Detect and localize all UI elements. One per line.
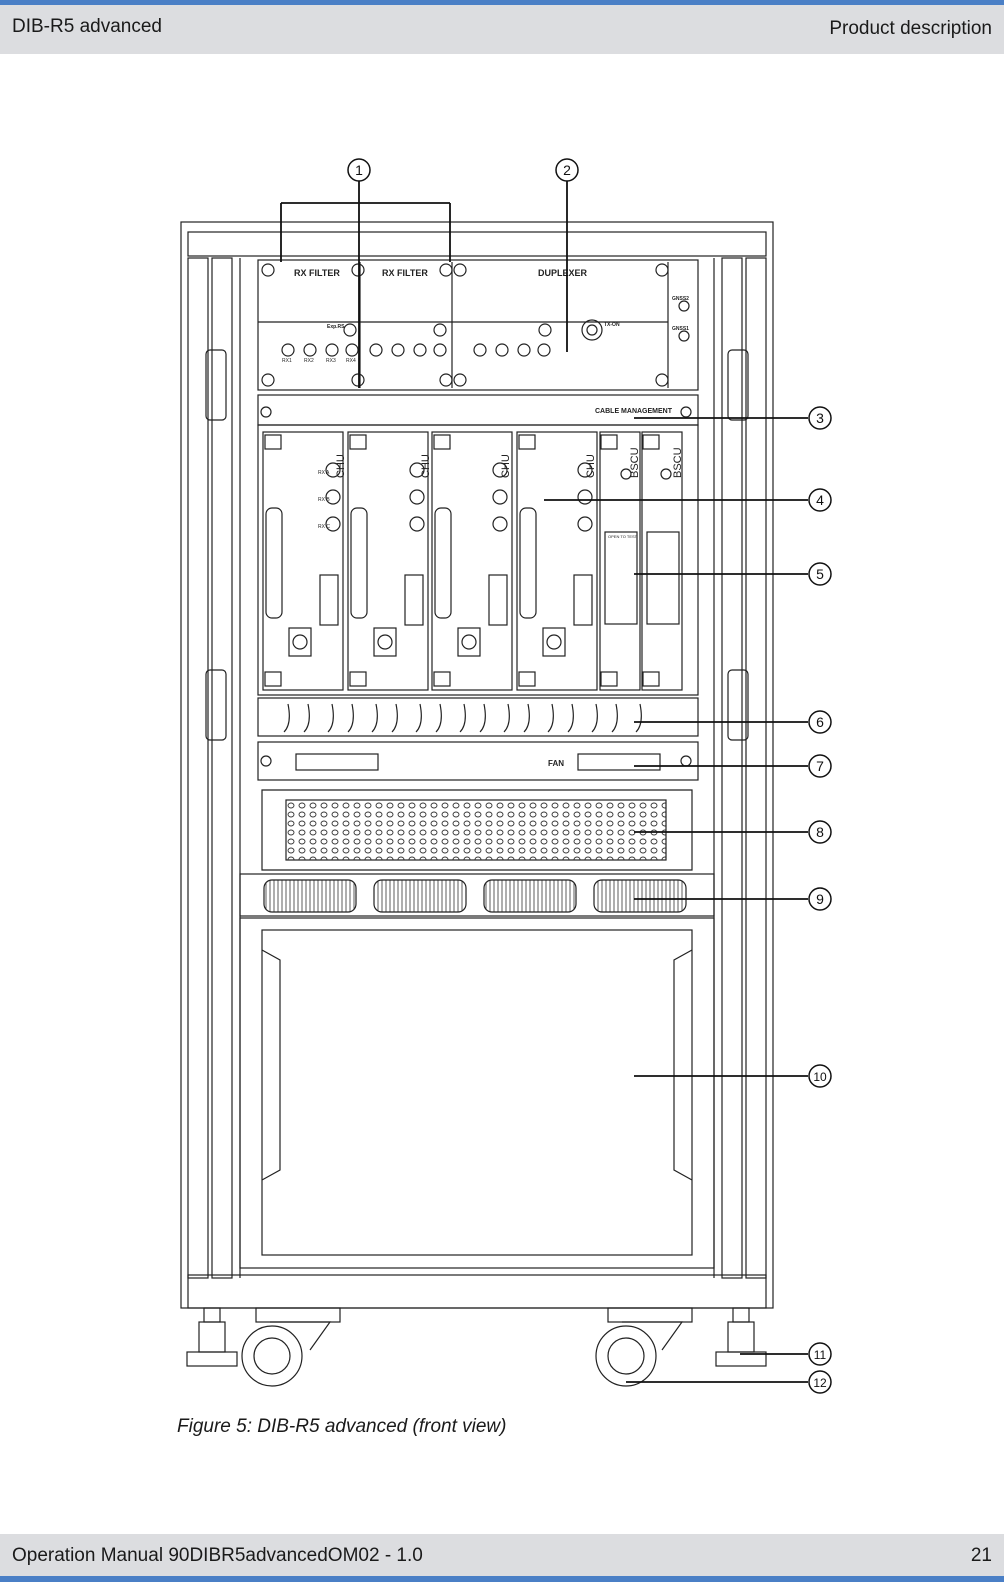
cabinet-front-view-drawing: RX FILTER RX FILTER DUPLEXER CABLE MANAG… bbox=[180, 158, 832, 1394]
gnss2-label: GNSS2 bbox=[672, 296, 689, 302]
chu-port-label: RX A bbox=[318, 470, 330, 476]
page-footer: Operation Manual 90DIBR5advancedOM02 - 1… bbox=[0, 1534, 1004, 1582]
chu-label: CHU bbox=[335, 454, 347, 478]
gnss1-label: GNSS1 bbox=[672, 326, 689, 332]
callout-4: 4 bbox=[816, 492, 824, 508]
callout-10: 10 bbox=[813, 1070, 827, 1084]
callout-9: 9 bbox=[816, 891, 824, 907]
callout-1: 1 bbox=[355, 162, 363, 178]
chu-label: CHU bbox=[420, 454, 432, 478]
rx-port-label: RX2 bbox=[304, 358, 314, 364]
callout-5: 5 bbox=[816, 566, 824, 582]
callout-7: 7 bbox=[816, 758, 824, 774]
cable-management-label: CABLE MANAGEMENT bbox=[595, 408, 673, 415]
rx-port-label: RX3 bbox=[326, 358, 336, 364]
rx-filter-label-2: RX FILTER bbox=[382, 268, 428, 278]
chu-port-label: RX C bbox=[318, 524, 330, 530]
callout-12: 12 bbox=[813, 1376, 827, 1390]
callout-3: 3 bbox=[816, 410, 824, 426]
page-number: 21 bbox=[970, 1545, 992, 1566]
callout-8: 8 bbox=[816, 824, 824, 840]
header-section: Product description bbox=[829, 18, 992, 39]
callout-2: 2 bbox=[563, 162, 571, 178]
figure-caption: Figure 5: DIB-R5 advanced (front view) bbox=[177, 1416, 507, 1437]
rx-filter-label-1: RX FILTER bbox=[294, 268, 340, 278]
callout-6: 6 bbox=[816, 714, 824, 730]
header-title: DIB-R5 advanced bbox=[12, 16, 162, 37]
page-header: DIB-R5 advanced Product description bbox=[0, 0, 1004, 54]
duplexer-label: DUPLEXER bbox=[538, 268, 588, 278]
bscu-label: BSCU bbox=[672, 447, 684, 478]
tx-on-label: TX-ON bbox=[604, 322, 620, 328]
chu-label: CHU bbox=[585, 454, 597, 478]
exp-rs-label: Exp.RS bbox=[327, 324, 345, 330]
callout-11: 11 bbox=[814, 1348, 827, 1362]
rx-port-label: RX1 bbox=[282, 358, 292, 364]
open-to-test-label: OPEN TO TEST bbox=[608, 534, 638, 539]
chu-port-label: RX B bbox=[318, 497, 330, 503]
chu-label: CHU bbox=[500, 454, 512, 478]
bscu-label: BSCU bbox=[629, 447, 641, 478]
rx-port-label: RX4 bbox=[346, 358, 356, 364]
footer-document-title: Operation Manual 90DIBR5advancedOM02 - 1… bbox=[12, 1545, 423, 1566]
fan-label: FAN bbox=[548, 759, 564, 768]
